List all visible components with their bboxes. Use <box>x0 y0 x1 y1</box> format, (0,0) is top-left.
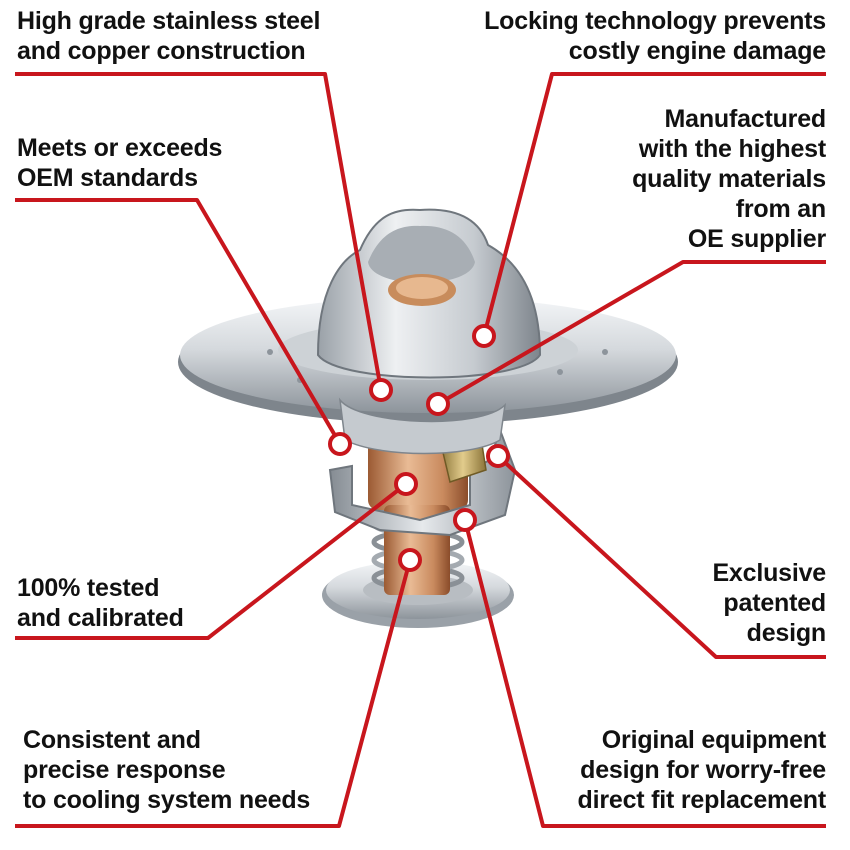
callout-line: Exclusive <box>712 559 826 587</box>
leader-lines <box>15 72 826 828</box>
callout-line: costly engine damage <box>568 37 826 65</box>
callout-line: quality materials <box>632 165 826 193</box>
callout-patented-design: Exclusive patented design <box>712 558 826 648</box>
dot-locking-technology <box>472 324 496 348</box>
callout-direct-fit: Original equipment design for worry-free… <box>577 725 827 815</box>
callout-line: Original equipment <box>601 726 826 754</box>
callout-line: Locking technology prevents <box>484 7 826 35</box>
callout-oem-standards: Meets or exceeds OEM standards <box>17 133 222 193</box>
callout-line: design <box>746 619 827 647</box>
leader-consistent-response <box>15 559 412 828</box>
callout-dots <box>328 324 510 572</box>
leader-oem-standards <box>15 198 342 446</box>
leader-oe-supplier <box>436 260 826 406</box>
callout-line: Meets or exceeds <box>17 134 223 162</box>
callout-stainless-copper: High grade stainless steel and copper co… <box>17 6 320 66</box>
callout-line: with the highest <box>638 135 826 163</box>
callout-line: 100% tested <box>17 574 160 602</box>
callout-line: patented <box>723 589 826 617</box>
dot-tested-calibrated <box>394 472 418 496</box>
callout-line: Manufactured <box>664 105 826 133</box>
callout-oe-supplier: Manufactured with the highest quality ma… <box>632 104 826 254</box>
callout-line: to cooling system needs <box>23 786 311 814</box>
callout-consistent-response: Consistent and precise response to cooli… <box>23 725 310 815</box>
callout-line: from an <box>735 195 826 223</box>
leader-locking-technology <box>482 72 826 337</box>
dot-oem-standards <box>328 432 352 456</box>
callout-line: and copper construction <box>17 37 306 65</box>
leader-patented-design <box>496 454 826 659</box>
callout-line: OEM standards <box>17 164 198 192</box>
dot-consistent-response <box>398 548 422 572</box>
callout-line: design for worry-free <box>580 756 826 784</box>
leader-stainless-copper <box>15 72 383 391</box>
callout-line: direct fit replacement <box>577 786 827 814</box>
leader-direct-fit <box>463 519 826 828</box>
callout-locking-technology: Locking technology prevents costly engin… <box>484 6 826 66</box>
callout-line: precise response <box>23 756 226 784</box>
dot-oe-supplier <box>426 392 450 416</box>
lower-skirt <box>338 397 507 455</box>
dot-patented-design <box>486 444 510 468</box>
dome-cup <box>316 208 542 379</box>
callout-line: High grade stainless steel <box>17 7 321 35</box>
callout-line: Consistent and <box>23 726 201 754</box>
leader-tested-calibrated <box>15 482 408 640</box>
callout-tested-calibrated: 100% tested and calibrated <box>17 573 184 633</box>
callout-line: OE supplier <box>687 225 826 253</box>
dot-stainless-copper <box>369 378 393 402</box>
callout-line: and calibrated <box>17 604 184 632</box>
dot-direct-fit <box>453 508 477 532</box>
